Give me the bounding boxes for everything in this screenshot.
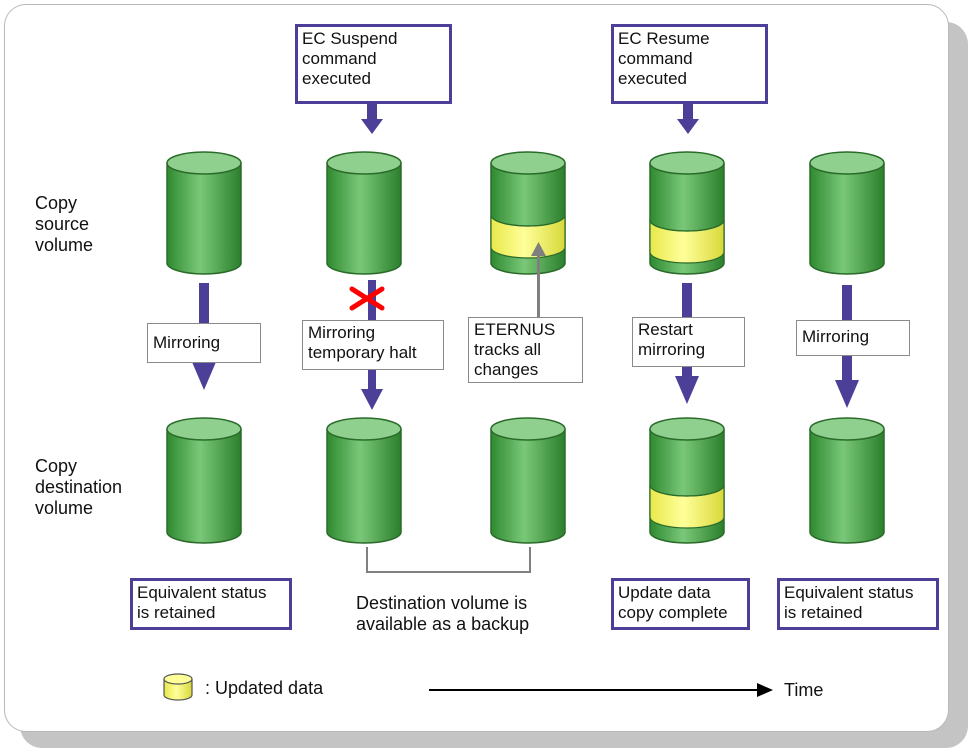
mirroring-halt-label: Mirroring temporary halt xyxy=(302,320,444,370)
cylinder-icon-source-1 xyxy=(166,151,242,275)
mirroring-label-1: Mirroring xyxy=(147,323,261,363)
copy-source-volume-label: Copy source volume xyxy=(35,193,94,255)
updated-data-legend-icon xyxy=(163,673,193,701)
cylinder-icon-destination-2 xyxy=(326,417,402,544)
cylinder-icon-source-5 xyxy=(809,151,885,275)
red-x-mark-icon xyxy=(349,286,385,311)
cylinder-icon-destination-3 xyxy=(490,417,566,544)
backup-available-text: Destination volume is available as a bac… xyxy=(356,593,530,634)
mirroring-label-2: Mirroring xyxy=(796,320,910,356)
copy-destination-volume-label: Copy destination volume xyxy=(35,456,123,518)
command-arrows xyxy=(361,103,699,134)
cylinder-icon-destination-1 xyxy=(166,417,242,544)
backup-bracket xyxy=(366,547,531,573)
cylinder-icon-source-4 xyxy=(649,151,725,275)
cylinder-icon-destination-4 xyxy=(649,417,725,544)
cylinder-icon-source-2 xyxy=(326,151,402,275)
ec-resume-command-box: EC Resume command executed xyxy=(611,24,768,104)
equivalent-status-box-1: Equivalent status is retained xyxy=(130,578,292,630)
ec-suspend-command-box: EC Suspend command executed xyxy=(295,24,452,104)
cylinder-icon-source-3 xyxy=(490,151,566,275)
update-copy-complete-box: Update data copy complete xyxy=(611,578,750,630)
tracking-arrow-icon xyxy=(531,242,546,322)
restart-mirroring-label: Restart mirroring xyxy=(632,317,745,367)
equivalent-status-box-2: Equivalent status is retained xyxy=(777,578,939,630)
time-arrow-icon xyxy=(429,683,773,697)
eternus-tracks-label: ETERNUS tracks all changes xyxy=(468,317,583,383)
time-label: Time xyxy=(784,680,824,700)
cylinder-icon-destination-5 xyxy=(809,417,885,544)
updated-data-legend-label: : Updated data xyxy=(205,678,324,698)
